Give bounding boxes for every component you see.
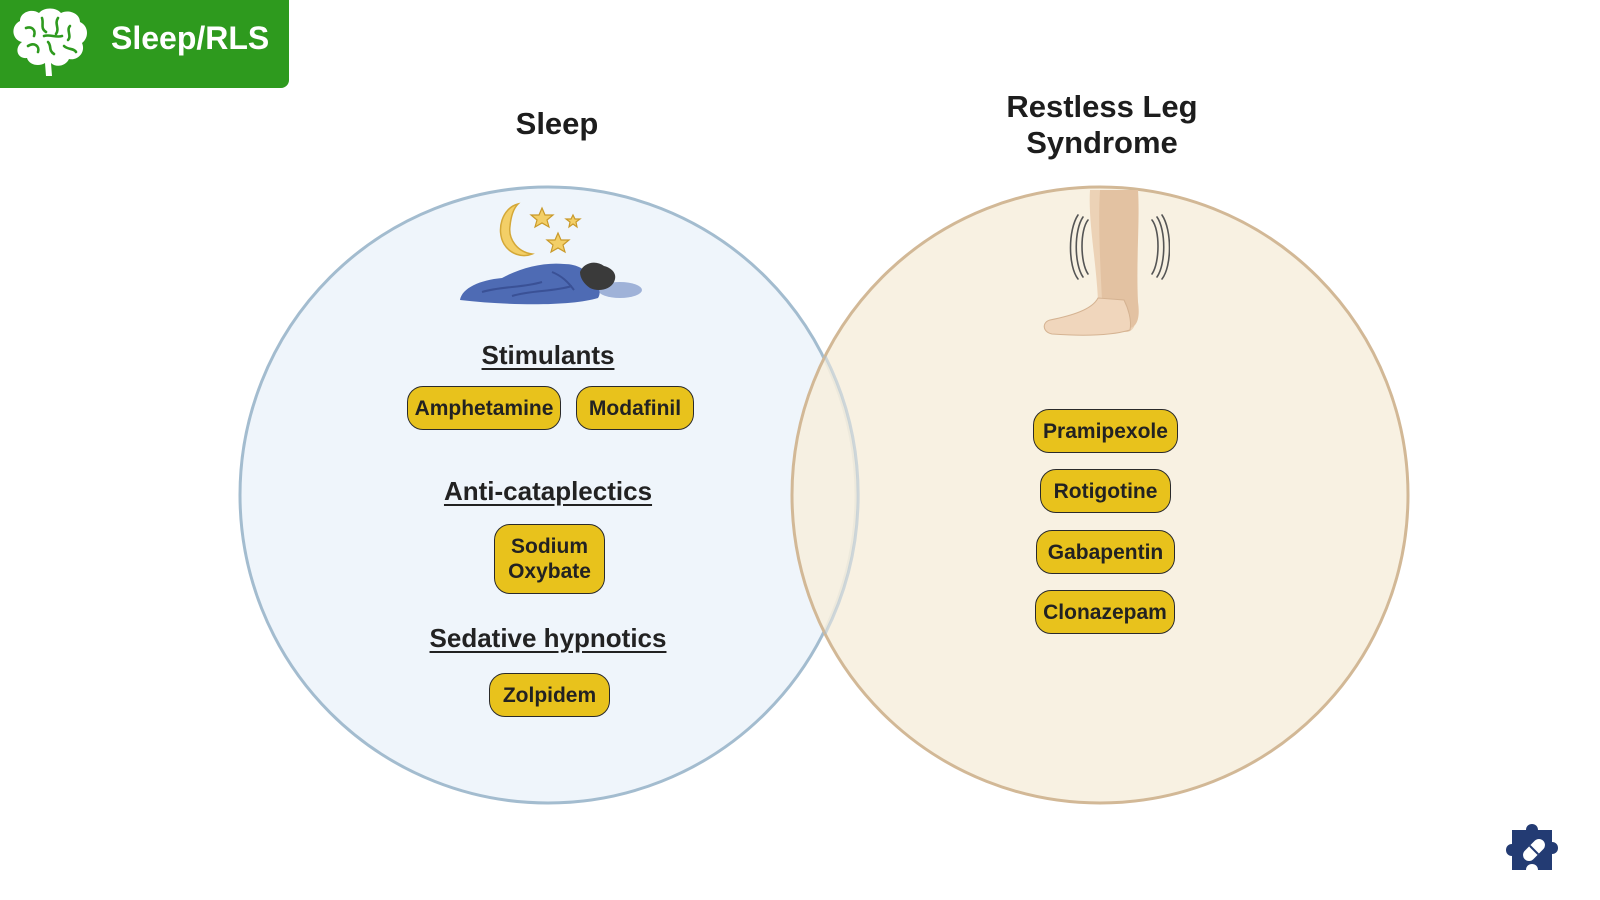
- group-label-sedative-hypnotics: Sedative hypnotics: [429, 623, 667, 653]
- restless-legs-icon: [1043, 190, 1170, 336]
- drug-pill-pramipexole: Pramipexole: [1033, 409, 1178, 453]
- drug-pill-zolpidem: Zolpidem: [489, 673, 610, 717]
- drug-pill-gabapentin: Gabapentin: [1036, 530, 1175, 574]
- star-icon: [529, 206, 555, 229]
- sleep-title: Sleep: [515, 106, 599, 141]
- header-badge: Sleep/RLS: [0, 0, 289, 88]
- star-icon: [564, 213, 582, 229]
- puzzle-pill-icon: [1506, 824, 1558, 870]
- drug-pill-amphetamine: Amphetamine: [407, 386, 561, 430]
- moon-icon: [499, 202, 535, 257]
- header-title: Sleep/RLS: [111, 20, 270, 56]
- brain-icon: [13, 8, 88, 76]
- drug-pill-modafinil: Modafinil: [576, 386, 694, 430]
- rls-title: Restless Leg Syndrome: [1006, 89, 1198, 160]
- star-icon: [545, 231, 571, 254]
- group-label-stimulants: Stimulants: [481, 340, 615, 370]
- group-label-anti-cataplectics: Anti-cataplectics: [443, 476, 653, 506]
- sleeping-person-icon: [460, 202, 642, 305]
- drug-pill-clonazepam: Clonazepam: [1035, 590, 1175, 634]
- drug-pill-sodium-oxybate: Sodium Oxybate: [494, 524, 605, 594]
- drug-pill-rotigotine: Rotigotine: [1040, 469, 1171, 513]
- overlap-outline: [823, 355, 860, 635]
